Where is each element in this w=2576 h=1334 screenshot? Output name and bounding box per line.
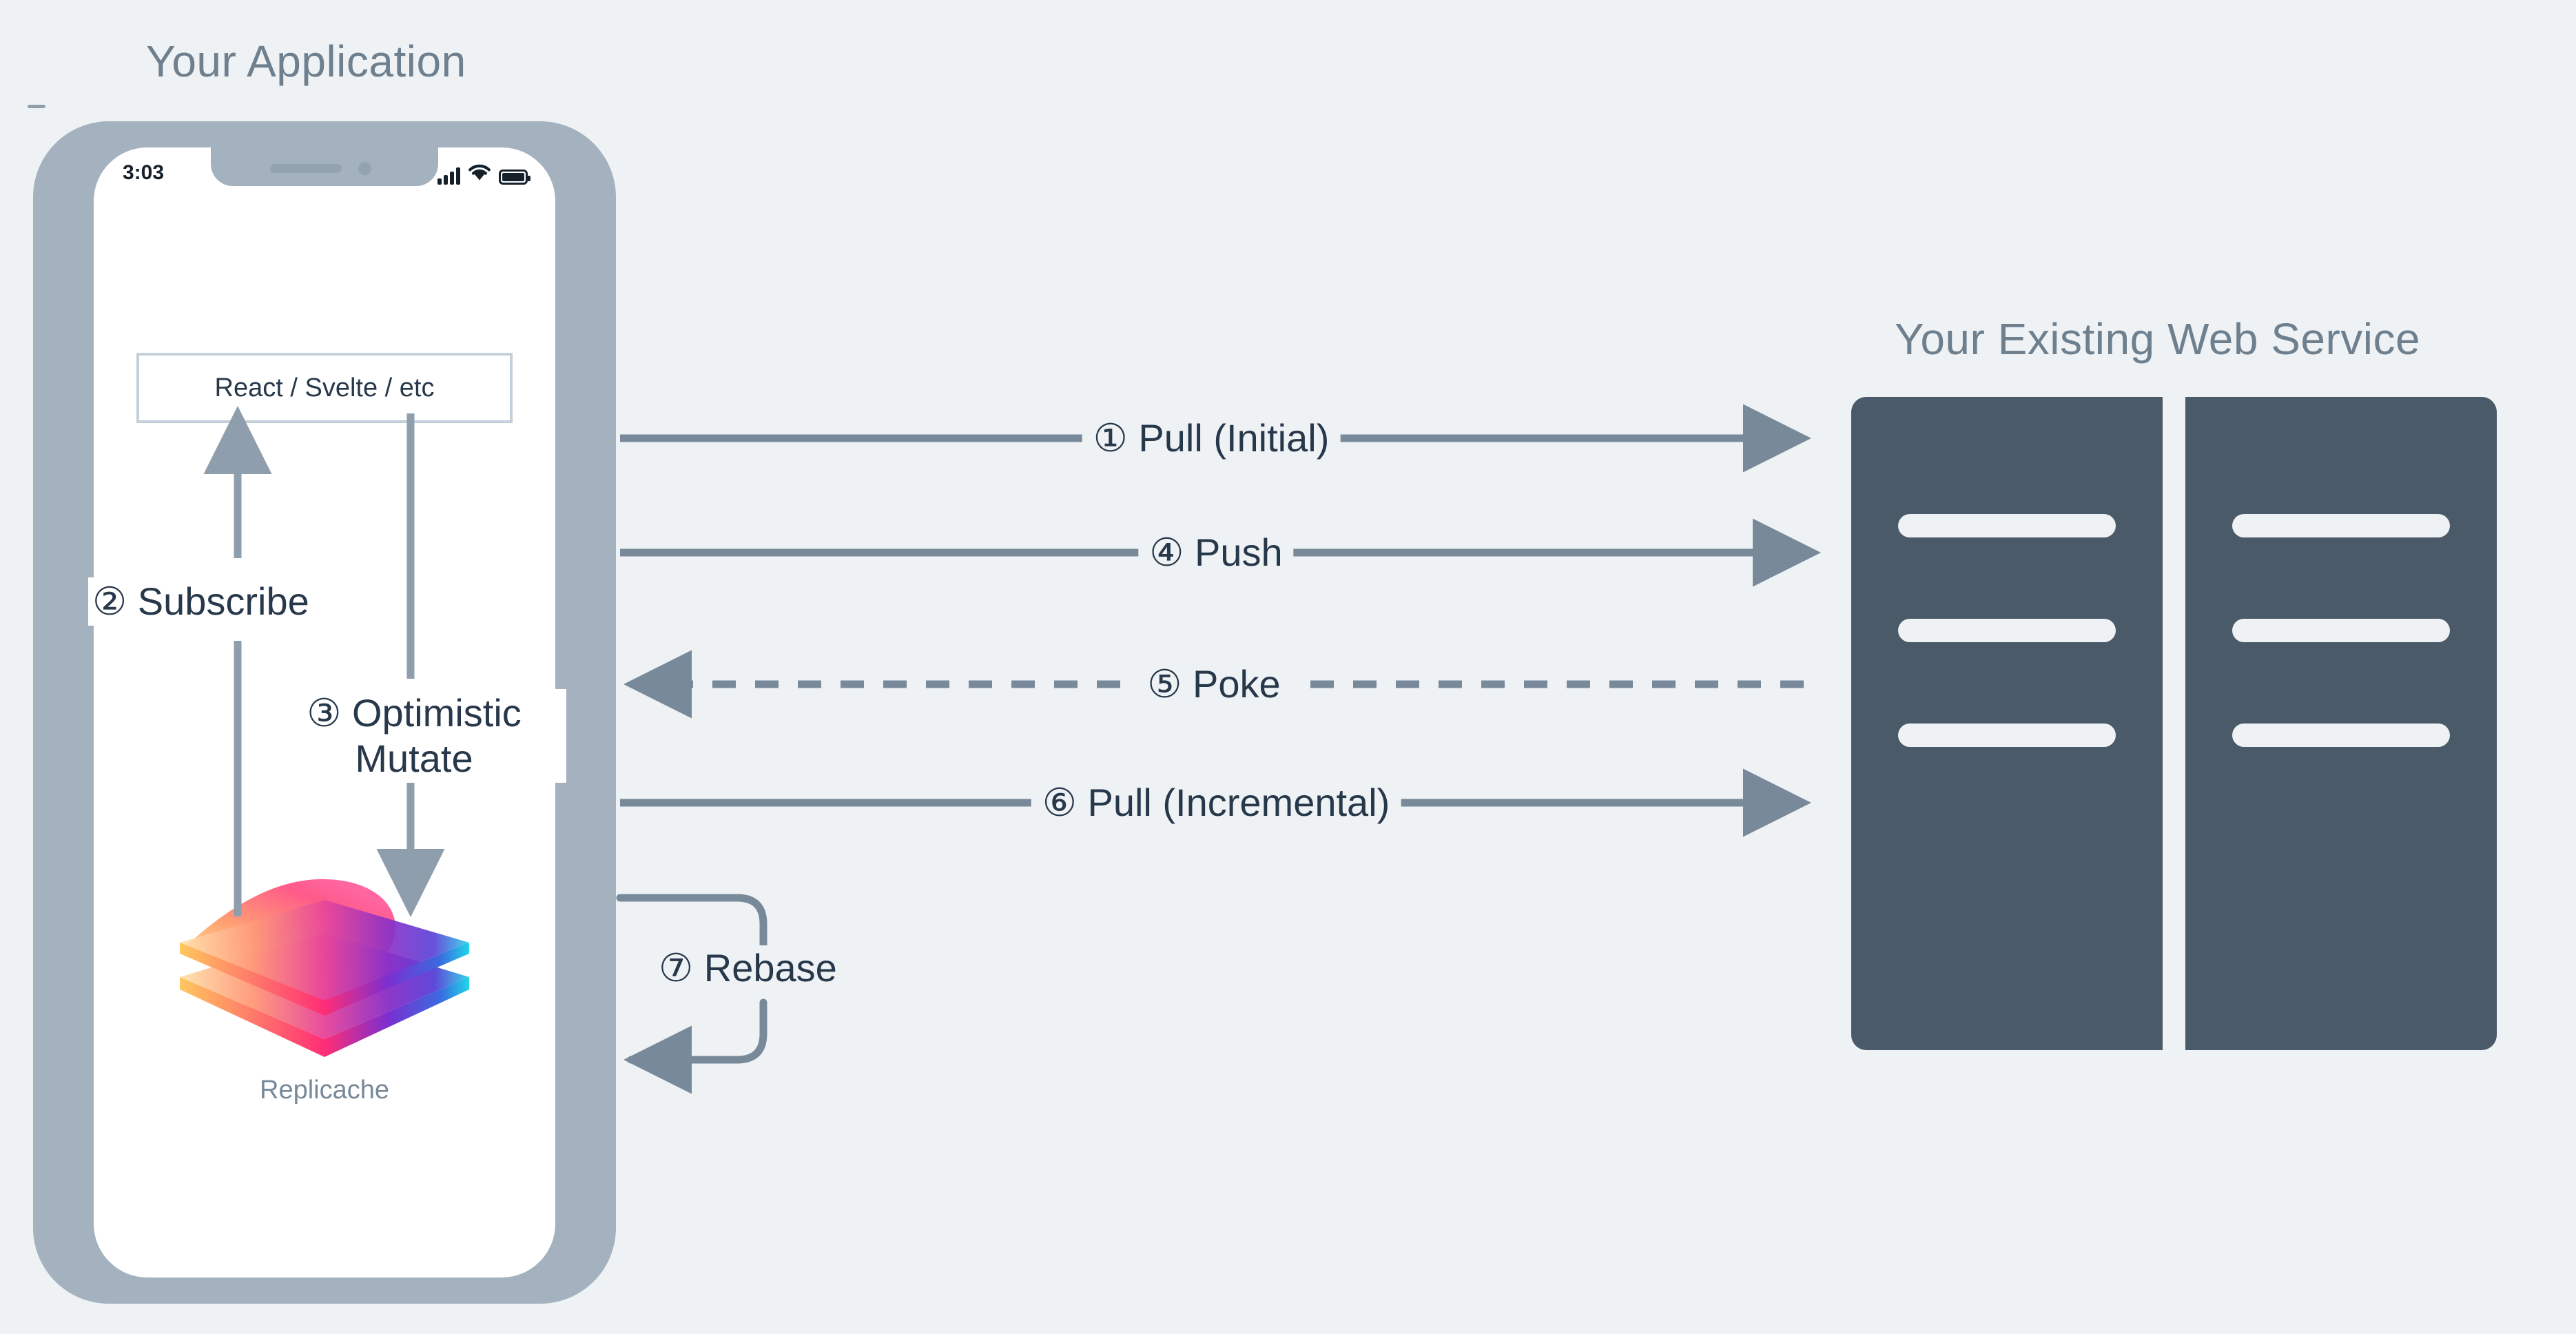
label-pull-initial: ① Pull (Initial)	[1082, 419, 1341, 458]
server-bar	[1898, 619, 2116, 642]
front-camera-icon	[358, 162, 371, 175]
signal-bars-icon	[437, 167, 460, 185]
server-bar	[2232, 514, 2450, 537]
label-push: ④ Push	[1138, 533, 1294, 572]
label-subscribe: ② Subscribe	[88, 577, 313, 626]
replicache-label: Replicache	[260, 1076, 389, 1105]
server-bar	[1898, 724, 2116, 747]
server-bar	[1898, 514, 2116, 537]
label-rebase: ⑦ Rebase	[653, 945, 843, 991]
label-pull-incremental: ⑥ Pull (Incremental)	[1031, 783, 1401, 822]
status-bar-time: 3:03	[123, 161, 165, 184]
server-rack-left	[1851, 397, 2163, 1050]
server-bar	[2232, 619, 2450, 642]
label-poke: ⑤ Poke	[1136, 665, 1292, 704]
tick-mark-decoration	[28, 105, 45, 108]
battery-icon	[499, 170, 530, 185]
framework-box: React / Svelte / etc	[136, 353, 513, 423]
wifi-icon	[468, 163, 491, 185]
label-optimistic-mutate: ③ Optimistic Mutate	[262, 689, 566, 783]
phone-notch	[211, 147, 438, 186]
server-bar	[2232, 724, 2450, 747]
status-bar-icons	[437, 161, 530, 185]
replicache-layers-logo	[180, 879, 469, 1057]
your-existing-web-service-title: Your Existing Web Service	[1895, 314, 2421, 364]
your-application-title: Your Application	[146, 37, 466, 86]
speaker-grille-icon	[270, 164, 342, 173]
replicache-logo-block: Replicache	[173, 859, 476, 1105]
server-rack-right	[2185, 397, 2497, 1050]
